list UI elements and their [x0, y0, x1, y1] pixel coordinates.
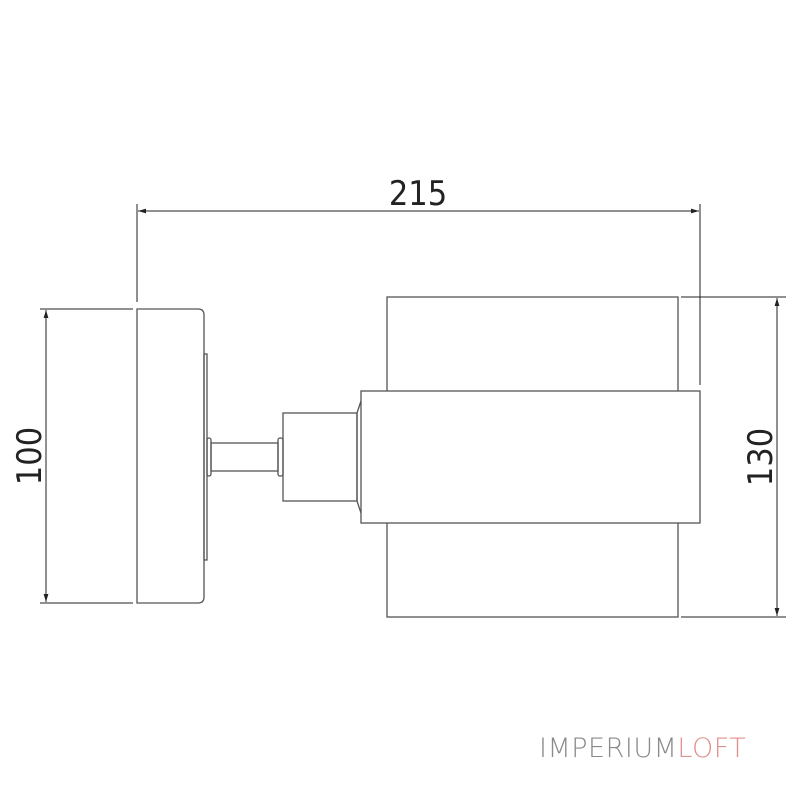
dimension-width: 215: [136, 174, 701, 385]
logo-part-1: IMPERIUM: [539, 733, 678, 764]
brand-logo: IMPERIUMLOFT: [539, 733, 746, 764]
stem-collar-right: [277, 437, 284, 477]
lamp-outline: [136, 296, 701, 618]
logo-part-2: LOFT: [677, 733, 747, 764]
wall-plate: [136, 308, 205, 604]
base-height-label: 100: [10, 427, 50, 485]
dimension-shade-height: 130: [681, 296, 786, 618]
joint-chamfer: [356, 400, 362, 514]
width-label: 215: [389, 174, 447, 214]
stem-rod: [210, 442, 279, 472]
shade-height-label: 130: [741, 428, 781, 486]
dimension-base-height: 100: [10, 308, 133, 604]
joint-block: [282, 412, 358, 502]
lamp-body: [360, 390, 701, 524]
